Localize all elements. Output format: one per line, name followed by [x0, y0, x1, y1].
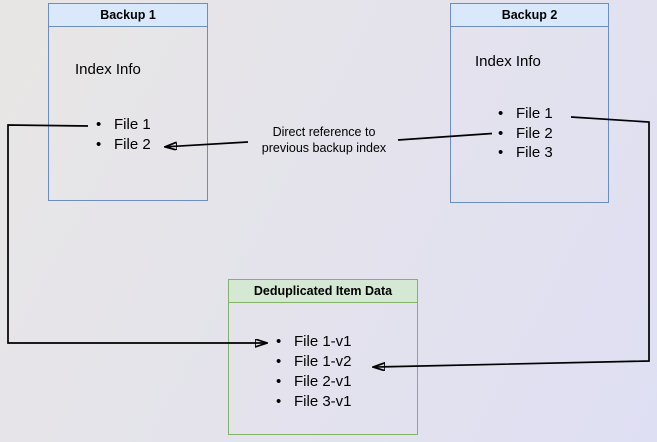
- backup2-title: Backup 2: [501, 8, 558, 22]
- list-item: File 1: [95, 115, 151, 135]
- list-item: File 2: [95, 135, 151, 155]
- backup1-index-info-label: Index Info: [75, 61, 141, 78]
- list-item: File 1-v1: [275, 332, 352, 352]
- dedup-title: Deduplicated Item Data: [253, 284, 393, 298]
- backup1-file-list: File 1 File 2: [95, 115, 151, 155]
- backup1-header: Backup 1: [49, 4, 207, 27]
- backup2-index-info-label: Index Info: [475, 53, 541, 70]
- dedup-header: Deduplicated Item Data: [229, 280, 417, 303]
- backup2-node: Backup 2 Index Info File 1 File 2 File 3: [450, 3, 609, 203]
- list-item: File 2-v1: [275, 372, 352, 392]
- connector-label-line1: Direct reference to: [272, 125, 376, 139]
- connector-label: Direct reference to previous backup inde…: [239, 125, 409, 156]
- dedup-file-list: File 1-v1 File 1-v2 File 2-v1 File 3-v1: [275, 332, 352, 412]
- dedup-node: Deduplicated Item Data File 1-v1 File 1-…: [228, 279, 418, 435]
- list-item: File 2: [497, 124, 553, 144]
- list-item: File 1: [497, 104, 553, 124]
- backup1-node: Backup 1 Index Info File 1 File 2: [48, 3, 208, 201]
- backup2-file-list: File 1 File 2 File 3: [497, 104, 553, 163]
- backup2-header: Backup 2: [451, 4, 608, 27]
- list-item: File 3: [497, 143, 553, 163]
- backup1-title: Backup 1: [100, 8, 156, 22]
- connector-label-line2: previous backup index: [261, 140, 387, 155]
- list-item: File 1-v2: [275, 352, 352, 372]
- list-item: File 3-v1: [275, 392, 352, 412]
